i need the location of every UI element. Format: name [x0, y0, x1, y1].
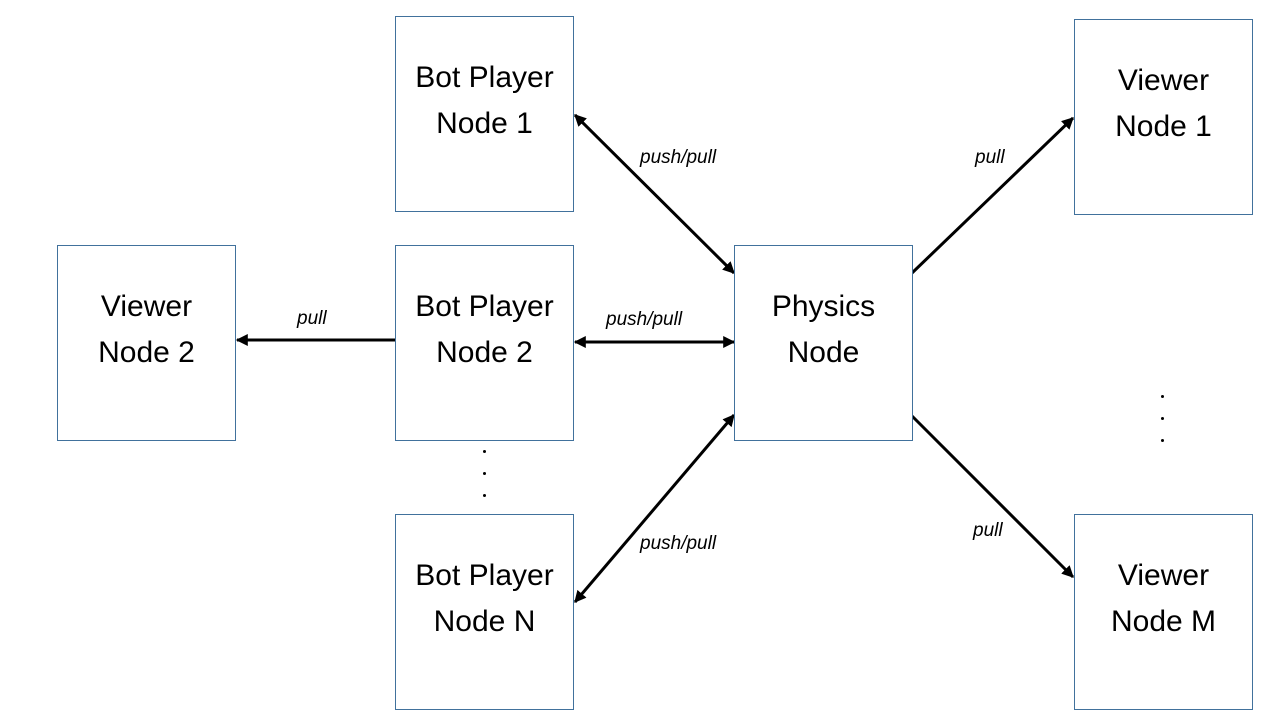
- viewer-node-m-line2: Node M: [1110, 605, 1217, 638]
- bot-player-node-2-label: Bot Player Node 2: [415, 284, 553, 376]
- bot-player-node-1: Bot Player Node 1: [395, 16, 574, 212]
- ellipsis-dot: [1161, 439, 1164, 442]
- viewer-node-2-label: Viewer Node 2: [98, 284, 195, 376]
- bot-player-node-1-label: Bot Player Node 1: [415, 55, 553, 147]
- ellipsis-dot: [483, 494, 486, 497]
- ellipsis-dot: [483, 472, 486, 475]
- physics-node-line2: Node: [787, 336, 860, 369]
- bot-player-node-1-line2: Node 1: [436, 107, 533, 140]
- bot-player-node-2: Bot Player Node 2: [395, 245, 574, 441]
- physics-node-label: Physics Node: [772, 284, 875, 376]
- arrow-physics-viewer1: [910, 116, 1075, 275]
- bot-player-node-2-line1: Bot Player: [415, 290, 554, 323]
- bot-player-node-n-label: Bot Player Node N: [415, 553, 553, 645]
- bot-player-node-2-line2: Node 2: [436, 336, 533, 369]
- viewer-node-1-label: Viewer Node 1: [1115, 58, 1212, 150]
- bot-player-node-1-line1: Bot Player: [415, 61, 554, 94]
- physics-node-line1: Physics: [771, 290, 876, 323]
- edge-label-physics-viewerM: pull: [973, 520, 1003, 541]
- bot-player-node-n-line1: Bot Player: [415, 559, 554, 592]
- arrow-botN-physics: [573, 414, 736, 603]
- edge-label-bot2-viewer2: pull: [297, 308, 327, 329]
- ellipsis-dot: [1161, 417, 1164, 420]
- viewer-node-1-line1: Viewer: [1117, 64, 1210, 97]
- ellipsis-dot: [1161, 395, 1164, 398]
- viewer-node-m-label: Viewer Node M: [1111, 553, 1216, 645]
- viewer-node-2-line2: Node 2: [98, 336, 195, 369]
- edge-label-bot2-physics: push/pull: [606, 309, 683, 330]
- edge-label-physics-viewer1: pull: [975, 147, 1005, 168]
- bot-player-node-n-line2: Node N: [433, 605, 536, 638]
- viewer-node-1-line2: Node 1: [1115, 110, 1212, 143]
- physics-node: Physics Node: [734, 245, 913, 441]
- edge-label-botN-physics: push/pull: [640, 533, 717, 554]
- bot-player-node-n: Bot Player Node N: [395, 514, 574, 710]
- edge-label-bot1-physics: push/pull: [640, 147, 717, 168]
- arrow-physics-viewerM: [910, 414, 1075, 579]
- viewer-node-2-line1: Viewer: [100, 290, 193, 323]
- bot-players-ellipsis: [483, 450, 489, 502]
- arrow-bot1-physics: [573, 113, 736, 275]
- viewer-node-2: Viewer Node 2: [57, 245, 236, 441]
- viewers-ellipsis: [1161, 395, 1167, 447]
- viewer-node-1: Viewer Node 1: [1074, 19, 1253, 215]
- viewer-node-m: Viewer Node M: [1074, 514, 1253, 710]
- viewer-node-m-line1: Viewer: [1117, 559, 1210, 592]
- ellipsis-dot: [483, 450, 486, 453]
